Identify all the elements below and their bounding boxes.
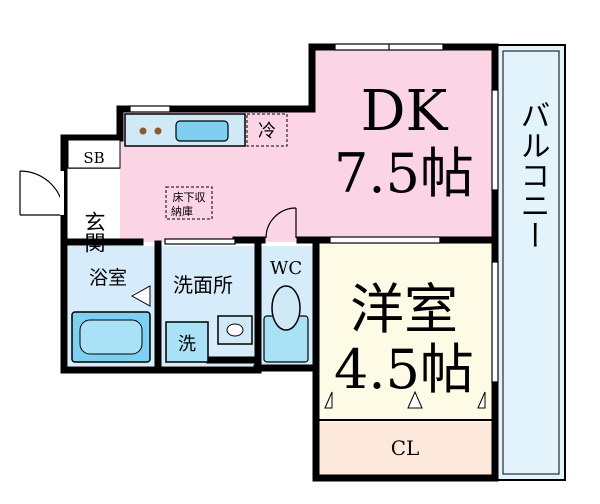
sb-label: SB bbox=[83, 149, 104, 167]
closet-label: CL bbox=[391, 436, 420, 460]
balcony bbox=[496, 44, 566, 481]
dk-name: DK bbox=[361, 79, 449, 144]
washer-space bbox=[165, 321, 209, 363]
western-name: 洋室 bbox=[350, 278, 458, 341]
closet bbox=[318, 422, 493, 476]
kitchen-counter bbox=[124, 113, 246, 147]
wc-door bbox=[265, 207, 297, 239]
fridge-space bbox=[246, 113, 288, 147]
front-door bbox=[19, 170, 65, 216]
windows bbox=[129, 43, 499, 383]
dk-room bbox=[120, 49, 493, 242]
sink bbox=[217, 315, 253, 345]
storage-label-2: 納庫 bbox=[171, 204, 193, 218]
walls bbox=[60, 43, 499, 482]
dk-size: 7.5帖 bbox=[334, 142, 474, 205]
closet-doors bbox=[324, 390, 486, 409]
shoe-box bbox=[67, 139, 121, 169]
washer-label: 洗 bbox=[178, 334, 196, 355]
entrance-label: 玄関 bbox=[82, 211, 106, 253]
bath-label: 浴室 bbox=[89, 267, 127, 289]
balcony-label: バルコニー bbox=[515, 100, 550, 250]
fridge-label: 冷 bbox=[258, 121, 276, 142]
bathtub bbox=[71, 311, 151, 363]
western-room bbox=[318, 242, 493, 420]
bath-door-mark bbox=[130, 285, 151, 307]
underfloor-storage bbox=[165, 186, 213, 220]
western-size: 4.5帖 bbox=[334, 338, 474, 401]
wc-label: WC bbox=[270, 258, 302, 279]
washroom-label: 洗面所 bbox=[173, 273, 233, 297]
toilet bbox=[263, 285, 309, 363]
storage-label-1: 床下収 bbox=[173, 190, 206, 204]
